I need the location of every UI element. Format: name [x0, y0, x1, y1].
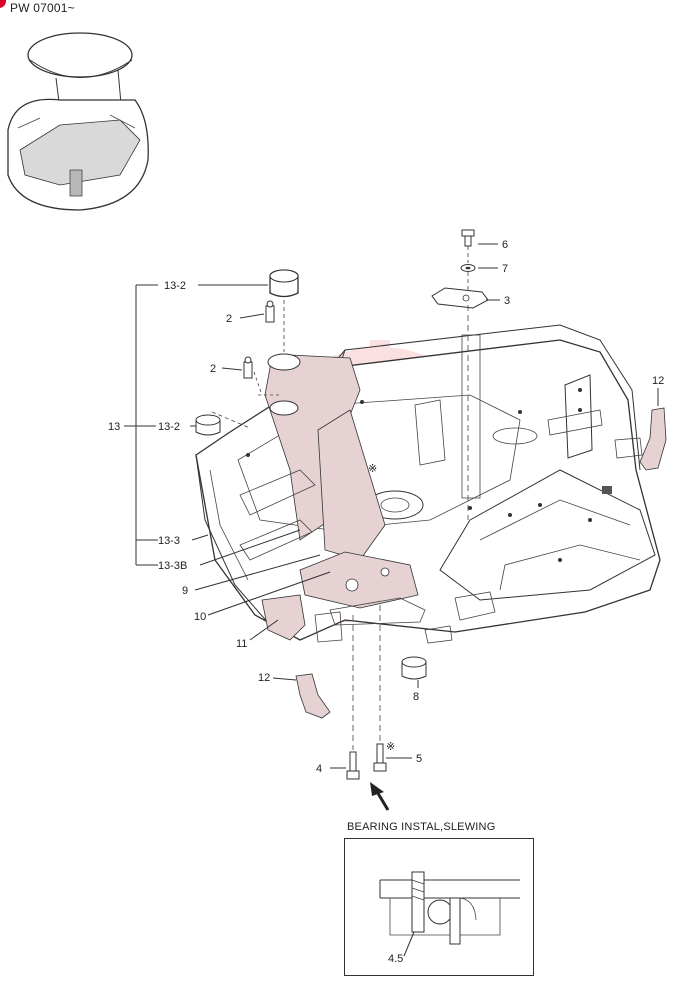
label-2-a: 2: [226, 313, 232, 325]
label-13-2-mid: 13-2: [158, 421, 180, 433]
part-8-cap: [401, 656, 427, 680]
inset-callout-label: 4.5: [388, 953, 403, 965]
label-2-b: 2: [210, 363, 216, 375]
label-13-3: 13-3: [158, 535, 180, 547]
label-6: 6: [502, 239, 508, 251]
reference-mark-5: ※: [386, 741, 395, 753]
label-11: 11: [236, 638, 247, 650]
label-7: 7: [502, 263, 508, 275]
label-13-3b: 13-3B: [158, 560, 187, 572]
status-dot-icon: [0, 0, 6, 8]
label-9: 9: [182, 585, 188, 597]
label-4: 4: [316, 763, 322, 775]
part-6-bolt: [461, 229, 475, 247]
serial-range: PW 07001~: [10, 1, 75, 15]
upper-frame-assembly: [195, 324, 661, 644]
label-5: 5: [416, 753, 422, 765]
group-13-bracket: [124, 284, 158, 566]
reference-mark-center: ※: [368, 463, 377, 475]
label-13: 13: [108, 421, 120, 433]
part-4-bolt: [346, 751, 360, 780]
label-12-left: 12: [258, 672, 270, 684]
label-3: 3: [504, 295, 510, 307]
label-10: 10: [194, 611, 206, 623]
label-12-right: 12: [652, 375, 664, 387]
inset-title: BEARING INSTAL,SLEWING: [347, 821, 496, 833]
label-8: 8: [413, 691, 419, 703]
part-12-bracket-right: [639, 407, 667, 471]
part-13-2-cap-mid: [195, 414, 221, 436]
part-7-washer: [460, 264, 476, 272]
label-13-2-top: 13-2: [164, 280, 186, 292]
inset-bearing-detail: [379, 871, 520, 957]
inset-frame: [344, 838, 534, 976]
machine-thumbnail: [7, 32, 149, 211]
part-2-grease-fitting-a: [265, 300, 275, 323]
arrow-up-icon: [370, 782, 390, 811]
part-5-bolt: [373, 743, 387, 772]
part-3-plate: [431, 287, 489, 309]
part-12-bracket-left: [295, 673, 331, 719]
leader-lines: [190, 243, 659, 769]
part-13-2-cap-top: [269, 269, 299, 298]
part-2-grease-fitting-b: [243, 356, 253, 379]
